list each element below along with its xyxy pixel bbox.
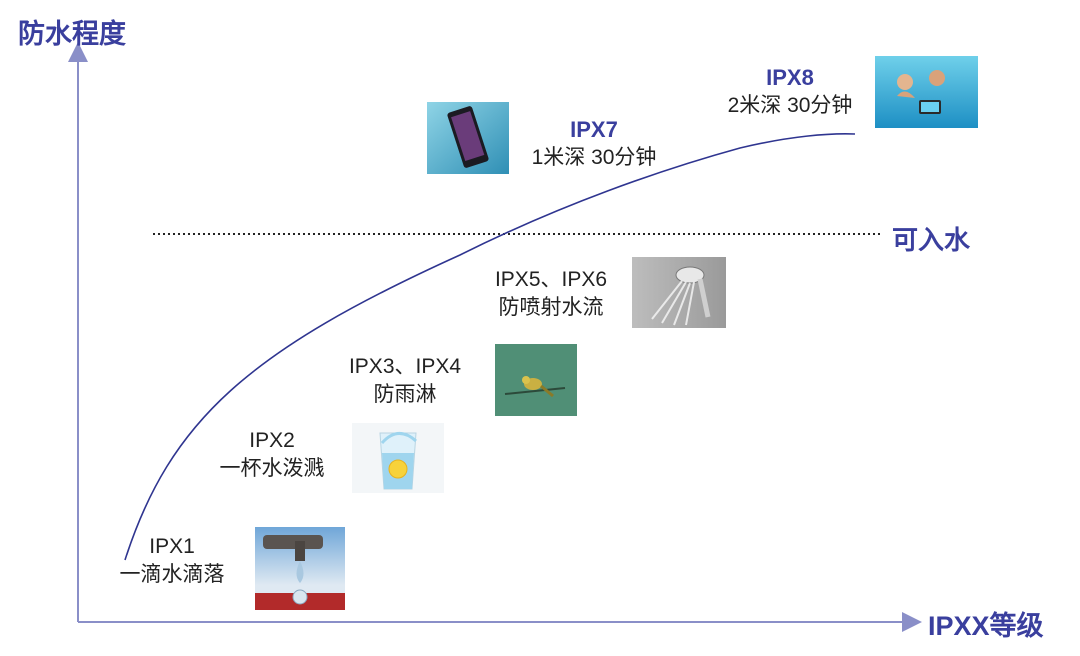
level-ipx8: IPX8 2米深 30分钟 [714, 64, 866, 120]
level-ipx1: IPX1 一滴水滴落 [112, 533, 232, 589]
level-ipx3-ipx4: IPX3、IPX4 防雨淋 [338, 353, 472, 409]
level-code: IPX7 [570, 117, 618, 142]
phone-underwater-photo [427, 102, 509, 174]
swimmers-underwater-photo [875, 56, 978, 128]
level-description: 一杯水泼溅 [219, 457, 325, 480]
level-code: IPX1 [149, 535, 195, 558]
water-glass-photo [352, 423, 444, 493]
threshold-label: 可入水 [892, 225, 971, 255]
y-axis-title: 防水程度 [18, 19, 126, 49]
level-ipx5-ipx6: IPX5、IPX6 防喷射水流 [484, 266, 618, 322]
level-description: 一滴水滴落 [119, 563, 225, 586]
level-ipx7: IPX7 1米深 30分钟 [518, 116, 670, 172]
shower-head-photo [632, 257, 726, 328]
level-description: 1米深 30分钟 [531, 146, 657, 169]
protection-curve [124, 133, 856, 561]
level-code: IPX5、IPX6 [494, 268, 608, 291]
level-code: IPX8 [766, 65, 814, 90]
level-code: IPX3、IPX4 [348, 355, 462, 378]
level-description: 防雨淋 [373, 383, 437, 406]
level-ipx2: IPX2 一杯水泼溅 [210, 427, 334, 483]
level-description: 防喷射水流 [498, 296, 604, 319]
level-description: 2米深 30分钟 [727, 94, 853, 117]
x-axis-title: IPXX等级 [928, 611, 1044, 641]
bird-in-rain-photo [495, 344, 577, 416]
faucet-drop-photo [255, 527, 345, 610]
level-code: IPX2 [249, 429, 295, 452]
